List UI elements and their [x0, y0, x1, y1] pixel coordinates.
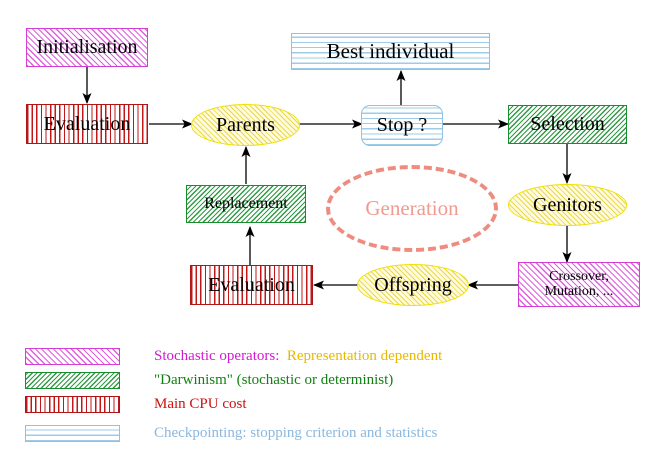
legend-row-cpu: Main CPU cost [25, 396, 247, 413]
legend-label-checkpointing: Checkpointing: stopping criterion and st… [154, 425, 438, 441]
node-crossover-mutation-label: Crossover, Mutation, ... [544, 268, 614, 299]
node-offspring-label: Offspring [374, 273, 452, 296]
legend-label-darwinism: "Darwinism" (stochastic or determinist) [154, 372, 394, 388]
node-replacement[interactable]: Replacement [186, 185, 306, 223]
legend-row-darwinism: "Darwinism" (stochastic or determinist) [25, 372, 393, 389]
legend-swatch-blue [25, 425, 120, 442]
node-initialisation-label: Initialisation [36, 36, 138, 58]
node-selection[interactable]: Selection [508, 105, 627, 144]
node-selection-label: Selection [530, 113, 605, 135]
node-best-individual[interactable]: Best individual [291, 33, 490, 70]
node-stop[interactable]: Stop ? [361, 105, 443, 146]
node-evaluation-bottom-label: Evaluation [208, 273, 295, 296]
legend-swatch-red [25, 396, 120, 413]
legend-swatch-green [25, 372, 120, 389]
node-generation: Generation [326, 165, 498, 252]
node-genitors-label: Genitors [533, 193, 602, 216]
node-parents-label: Parents [216, 113, 275, 136]
legend-swatch-magenta [25, 348, 120, 365]
node-parents[interactable]: Parents [191, 104, 300, 146]
legend-label-stochastic: Stochastic operators: [154, 348, 280, 364]
node-evaluation-top[interactable]: Evaluation [26, 104, 148, 144]
legend-row-stochastic: Stochastic operators: Representation dep… [25, 348, 442, 365]
node-initialisation[interactable]: Initialisation [26, 28, 148, 67]
legend-label-cpu: Main CPU cost [154, 396, 247, 412]
node-evaluation-bottom[interactable]: Evaluation [190, 265, 313, 305]
node-genitors[interactable]: Genitors [508, 184, 627, 226]
legend-row-checkpointing: Checkpointing: stopping criterion and st… [25, 425, 437, 442]
legend-label-representation: Representation dependent [286, 348, 443, 364]
node-crossover-mutation[interactable]: Crossover, Mutation, ... [518, 262, 640, 307]
node-stop-label: Stop ? [376, 114, 428, 136]
node-evaluation-top-label: Evaluation [43, 112, 131, 135]
node-replacement-label: Replacement [204, 194, 288, 212]
node-generation-label: Generation [365, 196, 459, 220]
legend-text-stochastic: Stochastic operators: Representation dep… [154, 348, 442, 365]
node-best-individual-label: Best individual [326, 39, 455, 64]
node-offspring[interactable]: Offspring [357, 264, 469, 306]
